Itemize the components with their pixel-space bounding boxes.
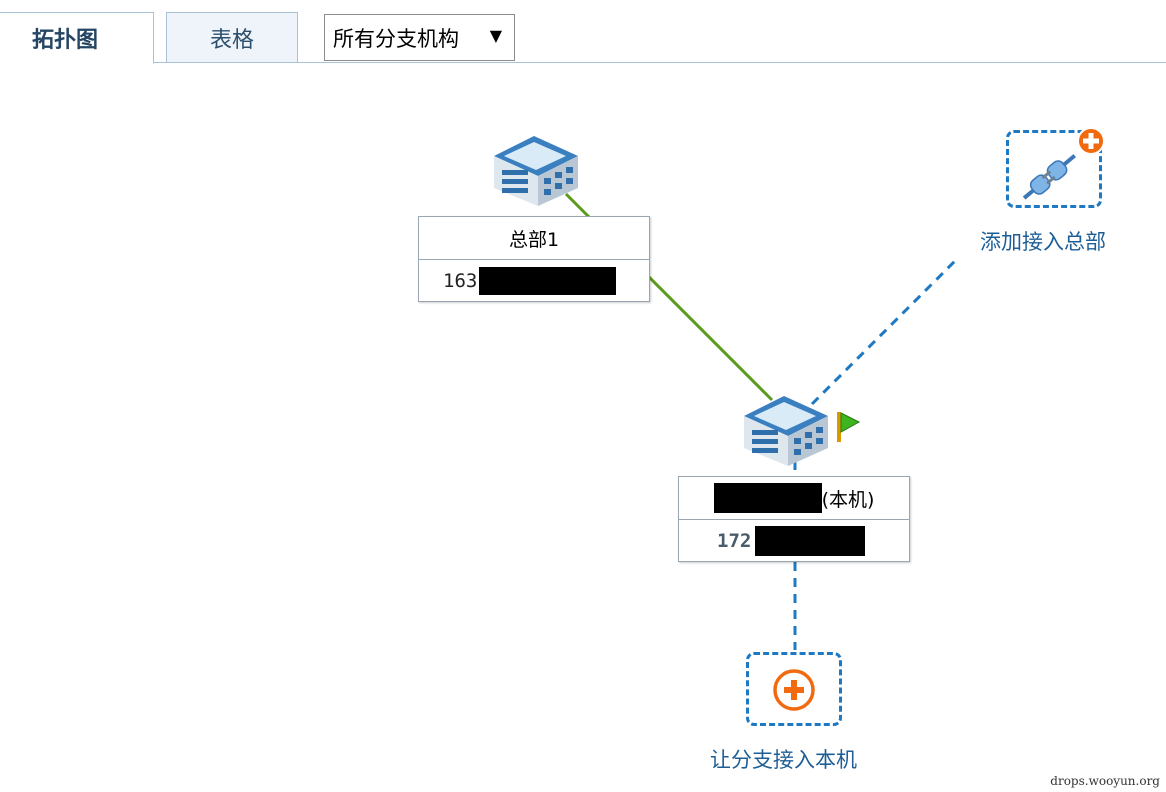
redacted-ip-block [479,267,617,295]
local-building-icon[interactable] [740,386,832,468]
redacted-ip-block [755,526,866,556]
redacted-name-block [713,483,822,513]
headquarters-ip-prefix: 163 [443,270,478,292]
headquarters-building-icon[interactable] [490,126,582,208]
flag-icon [837,412,861,442]
local-name-row: (本机) [679,477,909,519]
branch-filter-select[interactable]: 所有分支机构 ▼ [324,14,515,61]
tab-topology[interactable]: 拓扑图 [0,12,154,64]
headquarters-name: 总部1 [508,228,560,251]
add-plus-badge-icon [1077,127,1105,155]
local-ip: 172 [679,519,909,562]
add-branch-button[interactable] [746,652,842,726]
local-ip-prefix: 172 [717,530,752,552]
tab-divider [0,62,1166,63]
add-branch-label[interactable]: 让分支接入本机 [710,748,857,772]
watermark: drops.wooyun.org [1050,774,1160,788]
headquarters-ip: 163 [419,259,649,302]
tab-table[interactable]: 表格 [166,12,298,63]
tab-bar: 拓扑图 表格 所有分支机构 ▼ [0,0,1166,64]
add-hq-dashed-link [810,256,960,406]
add-hq-label[interactable]: 添加接入总部 [980,230,1106,254]
local-node-box[interactable]: (本机) 172 [678,476,910,562]
headquarters-node-box[interactable]: 总部1 163 [418,216,650,302]
plug-icon [1022,154,1076,200]
plus-circle-icon [773,669,815,711]
branch-filter-value: 所有分支机构 [333,26,459,51]
local-name-suffix: (本机) [821,488,875,511]
dropdown-arrow-icon: ▼ [489,26,502,45]
